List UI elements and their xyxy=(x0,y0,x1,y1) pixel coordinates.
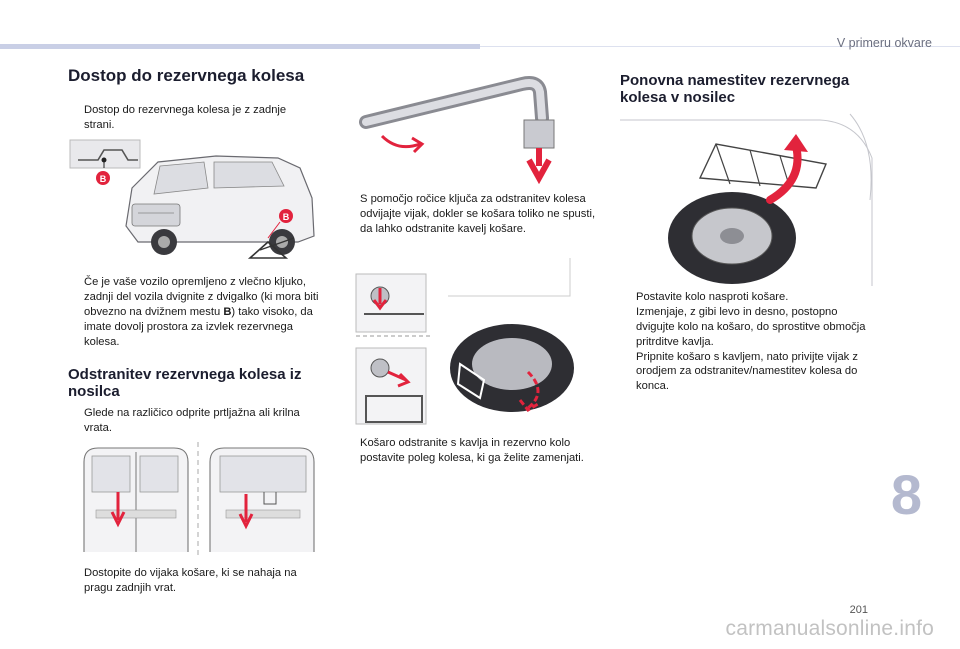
bullet-icon xyxy=(620,290,636,305)
header-rule xyxy=(480,46,960,47)
label-b-car: B xyxy=(279,209,293,223)
watermark: carmanualsonline.info xyxy=(725,617,934,640)
chapter-title: V primeru okvare xyxy=(836,36,932,50)
section-title-access: Dostop do rezervnega kolesa xyxy=(68,66,305,85)
list-item: Izmenjaje, z gibi levo in desno, postopn… xyxy=(620,305,878,350)
svg-text:B: B xyxy=(100,174,107,184)
bullet-icon xyxy=(68,275,84,349)
bullet-icon xyxy=(344,436,360,466)
bullet-icon xyxy=(68,103,84,133)
paragraph-access: Dostop do rezervnega kolesa je z zadnje … xyxy=(68,103,318,133)
paragraph-jack: Če je vaše vozilo opremljeno z vlečno kl… xyxy=(68,275,320,349)
paragraph-basket: Košaro odstranite s kavlja in rezervno k… xyxy=(344,436,594,466)
page-number: 201 xyxy=(849,604,868,616)
spare-wheel xyxy=(668,192,796,284)
chapter-number: 8 xyxy=(890,463,922,526)
rear-doors-figure xyxy=(78,442,318,558)
hook-detail-bottom xyxy=(355,347,427,425)
tailgate-view xyxy=(209,447,315,552)
list-item: Postavite kolo nasproti košare. xyxy=(620,290,878,305)
section-title-refit: Ponovna namestitev rezervnega kolesa v n… xyxy=(620,72,850,107)
svg-text:B: B xyxy=(283,212,290,222)
barn-doors-view xyxy=(83,447,189,552)
inset-detail xyxy=(69,139,141,169)
spare-wheel-view xyxy=(448,258,574,412)
hook-detail-top xyxy=(355,273,427,333)
wheel-carrier-figure xyxy=(620,110,876,286)
wrench-figure xyxy=(352,66,584,184)
paragraph-screw: Dostopite do vijaka košare, ki se nahaja… xyxy=(68,566,320,596)
bullet-icon xyxy=(620,350,636,395)
bullet-icon xyxy=(68,406,84,436)
list-item: Pripnite košaro s kavljem, nato privijte… xyxy=(620,350,878,395)
section-title-removal: Odstranitev rezervnega kolesa iz nosilca xyxy=(68,366,302,401)
list-refit: Postavite kolo nasproti košare. Izmenjaj… xyxy=(620,290,878,394)
paragraph-doors: Glede na različico odprite prtljažna ali… xyxy=(68,406,320,436)
header-bar xyxy=(0,44,480,49)
bullet-icon xyxy=(620,305,636,350)
car-jack-figure: B B xyxy=(68,138,320,266)
label-b-top: B xyxy=(96,171,110,185)
bullet-icon xyxy=(344,192,360,237)
bullet-icon xyxy=(68,566,84,596)
carrier-basket xyxy=(698,143,827,189)
basket-hook-figure xyxy=(352,256,582,430)
paragraph-unscrew: S pomočjo ročice ključa za odstranitev k… xyxy=(344,192,599,237)
